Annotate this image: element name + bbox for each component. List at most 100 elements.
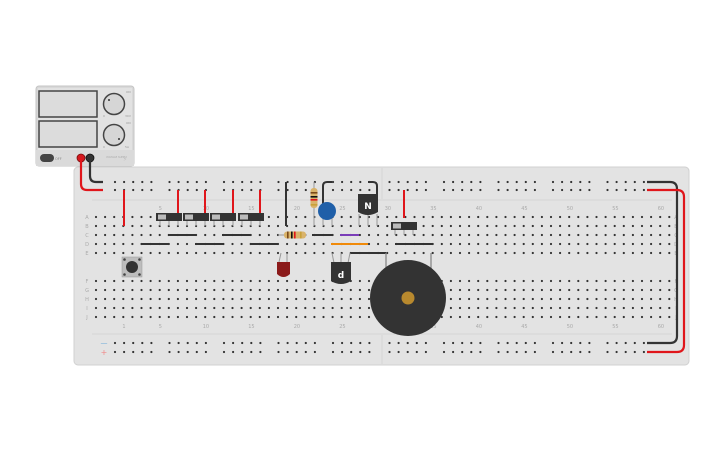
rail-hole[interactable] — [388, 350, 391, 354]
breadboard-hole[interactable] — [559, 215, 562, 219]
breadboard-hole[interactable] — [513, 215, 516, 219]
breadboard-hole[interactable] — [331, 306, 334, 310]
breadboard-hole[interactable] — [249, 288, 252, 292]
breadboard-hole[interactable] — [522, 215, 525, 219]
rail-hole[interactable] — [177, 350, 180, 354]
breadboard-hole[interactable] — [595, 233, 598, 237]
breadboard-hole[interactable] — [286, 306, 289, 310]
breadboard-hole[interactable] — [577, 297, 580, 301]
breadboard-hole[interactable] — [313, 306, 316, 310]
breadboard-hole[interactable] — [340, 297, 343, 301]
rail-hole[interactable] — [177, 180, 180, 184]
breadboard-hole[interactable] — [540, 233, 544, 237]
breadboard-hole[interactable] — [622, 233, 625, 237]
breadboard-hole[interactable] — [568, 224, 571, 228]
breadboard-hole[interactable] — [367, 288, 371, 292]
rail-hole[interactable] — [359, 188, 362, 192]
rail-hole[interactable] — [561, 350, 564, 354]
breadboard-hole[interactable] — [449, 297, 452, 301]
breadboard-hole[interactable] — [622, 224, 625, 228]
rail-hole[interactable] — [331, 341, 335, 345]
rail-hole[interactable] — [388, 180, 391, 184]
breadboard-hole[interactable] — [640, 242, 644, 246]
breadboard-hole[interactable] — [468, 215, 471, 219]
breadboard-hole[interactable] — [94, 251, 98, 255]
breadboard-hole[interactable] — [286, 279, 289, 283]
breadboard-hole[interactable] — [458, 288, 462, 292]
breadboard-hole[interactable] — [650, 251, 653, 255]
breadboard-hole[interactable] — [604, 242, 607, 246]
rail-hole[interactable] — [250, 188, 253, 192]
rail-hole[interactable] — [277, 188, 280, 192]
rail-hole[interactable] — [195, 180, 198, 184]
breadboard-hole[interactable] — [613, 297, 616, 301]
breadboard-hole[interactable] — [650, 279, 653, 283]
wires[interactable] — [79, 158, 686, 354]
rail-hole[interactable] — [633, 350, 636, 354]
breadboard-hole[interactable] — [549, 297, 553, 301]
breadboard-hole[interactable] — [522, 279, 525, 283]
breadboard-hole[interactable] — [640, 279, 644, 283]
rail-hole[interactable] — [295, 341, 298, 345]
npn-transistor[interactable]: N — [358, 194, 378, 226]
rail-hole[interactable] — [479, 341, 482, 345]
breadboard-hole[interactable] — [504, 224, 507, 228]
breadboard-hole[interactable] — [631, 251, 635, 255]
components[interactable]: N d — [121, 182, 446, 336]
rail-hole[interactable] — [524, 341, 527, 345]
breadboard-hole[interactable] — [122, 242, 125, 246]
breadboard-hole[interactable] — [458, 279, 462, 283]
rail-hole[interactable] — [350, 350, 353, 354]
breadboard-hole[interactable] — [295, 315, 298, 319]
breadboard-hole[interactable] — [458, 306, 462, 310]
breadboard-hole[interactable] — [295, 242, 298, 246]
breadboard-hole[interactable] — [668, 215, 671, 219]
breadboard-hole[interactable] — [668, 224, 671, 228]
rail-hole[interactable] — [615, 188, 618, 192]
rail-hole[interactable] — [259, 180, 262, 184]
breadboard-hole[interactable] — [304, 215, 307, 219]
breadboard-hole[interactable] — [458, 224, 462, 228]
rail-hole[interactable] — [579, 180, 582, 184]
breadboard-hole[interactable] — [440, 315, 443, 319]
breadboard-hole[interactable] — [468, 242, 471, 246]
rail-hole[interactable] — [615, 341, 618, 345]
breadboard-hole[interactable] — [267, 297, 270, 301]
breadboard-hole[interactable] — [468, 279, 471, 283]
breadboard-hole[interactable] — [94, 279, 98, 283]
rail-hole[interactable] — [204, 341, 207, 345]
breadboard-hole[interactable] — [213, 279, 216, 283]
breadboard-hole[interactable] — [204, 233, 207, 237]
rail-hole[interactable] — [551, 341, 555, 345]
current-knob[interactable] — [102, 123, 126, 147]
breadboard-hole[interactable] — [613, 279, 616, 283]
breadboard-hole[interactable] — [304, 251, 307, 255]
breadboard-hole[interactable] — [195, 279, 198, 283]
breadboard-hole[interactable] — [140, 297, 143, 301]
breadboard-hole[interactable] — [559, 288, 562, 292]
breadboard-hole[interactable] — [468, 251, 471, 255]
breadboard-hole[interactable] — [577, 306, 580, 310]
breadboard-hole[interactable] — [577, 224, 580, 228]
breadboard-hole[interactable] — [258, 288, 261, 292]
rail-hole[interactable] — [397, 350, 400, 354]
rail-hole[interactable] — [470, 188, 473, 192]
breadboard-hole[interactable] — [104, 215, 107, 219]
breadboard-hole[interactable] — [131, 279, 134, 283]
breadboard-hole[interactable] — [149, 297, 152, 301]
breadboard-hole[interactable] — [286, 297, 289, 301]
rail-hole[interactable] — [341, 188, 344, 192]
rail-hole[interactable] — [304, 350, 307, 354]
breadboard-hole[interactable] — [477, 233, 480, 237]
rail-hole[interactable] — [113, 180, 117, 184]
rail-hole[interactable] — [295, 188, 298, 192]
rail-hole[interactable] — [570, 341, 573, 345]
breadboard-hole[interactable] — [313, 297, 316, 301]
breadboard-hole[interactable] — [586, 215, 589, 219]
breadboard-hole[interactable] — [204, 306, 207, 310]
breadboard-hole[interactable] — [94, 315, 98, 319]
breadboard-hole[interactable] — [595, 315, 598, 319]
rail-hole[interactable] — [561, 341, 564, 345]
rail-hole[interactable] — [570, 180, 573, 184]
breadboard-hole[interactable] — [659, 279, 662, 283]
